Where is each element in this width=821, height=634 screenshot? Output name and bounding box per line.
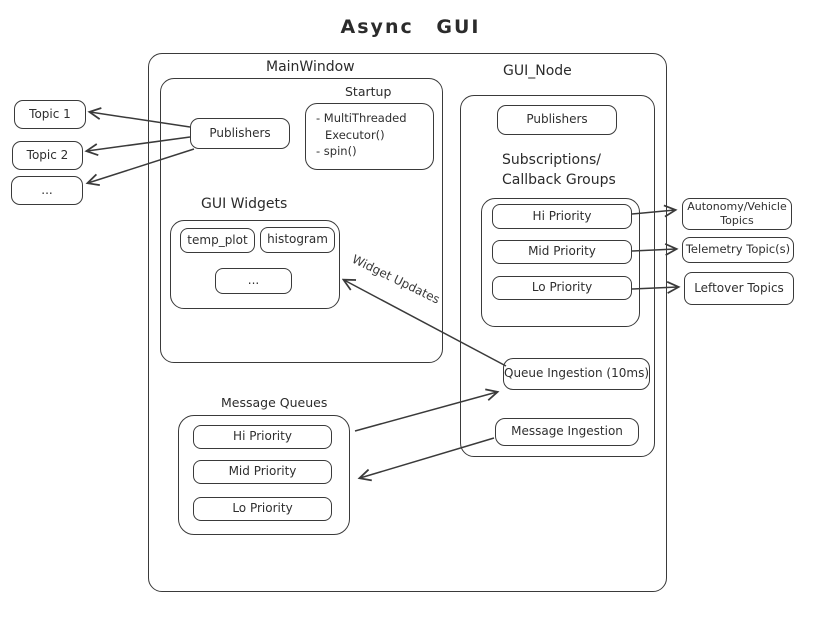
gui-widgets-frame [170, 220, 340, 309]
startup-frame [305, 103, 434, 170]
sub-mid-priority-node: Mid Priority [492, 240, 632, 264]
autonomy-vehicle-topics-node: Autonomy/Vehicle Topics [682, 198, 792, 230]
mq-lo-priority-node: Lo Priority [193, 497, 332, 521]
queue-ingestion-node: Queue Ingestion (10ms) [503, 358, 650, 390]
gui-node-frame [460, 95, 655, 457]
leftover-topics-node: Leftover Topics [684, 272, 794, 305]
gui-node-label: GUI_Node [503, 63, 572, 79]
startup-label: Startup [345, 84, 392, 99]
message-queues-frame [178, 415, 350, 535]
main-window-frame [160, 78, 443, 363]
widgets-more-node: ... [215, 268, 292, 294]
subscriptions-label-line1: Subscriptions/ [502, 152, 601, 168]
startup-text: - MultiThreaded Executor() - spin() [316, 111, 407, 159]
message-ingestion-node: Message Ingestion [495, 418, 639, 446]
message-queues-label: Message Queues [221, 395, 328, 410]
main-window-publishers-node: Publishers [190, 118, 290, 149]
mq-hi-priority-node: Hi Priority [193, 425, 332, 449]
telemetry-topics-node: Telemetry Topic(s) [682, 237, 794, 263]
histogram-node: histogram [260, 227, 335, 253]
main-window-label: MainWindow [266, 59, 355, 75]
topic-more-node: ... [11, 176, 83, 205]
topic-1-node: Topic 1 [14, 100, 86, 129]
gui-widgets-label: GUI Widgets [201, 196, 288, 212]
subscriptions-frame [481, 198, 640, 327]
sub-lo-priority-node: Lo Priority [492, 276, 632, 300]
subscriptions-label-line2: Callback Groups [502, 172, 616, 188]
temp-plot-node: temp_plot [180, 228, 255, 253]
mq-mid-priority-node: Mid Priority [193, 460, 332, 484]
sub-hi-priority-node: Hi Priority [492, 204, 632, 229]
diagram-title: Async GUI [340, 16, 481, 38]
gui-node-publishers-node: Publishers [497, 105, 617, 135]
topic-2-node: Topic 2 [12, 141, 83, 170]
system-frame [148, 53, 667, 592]
